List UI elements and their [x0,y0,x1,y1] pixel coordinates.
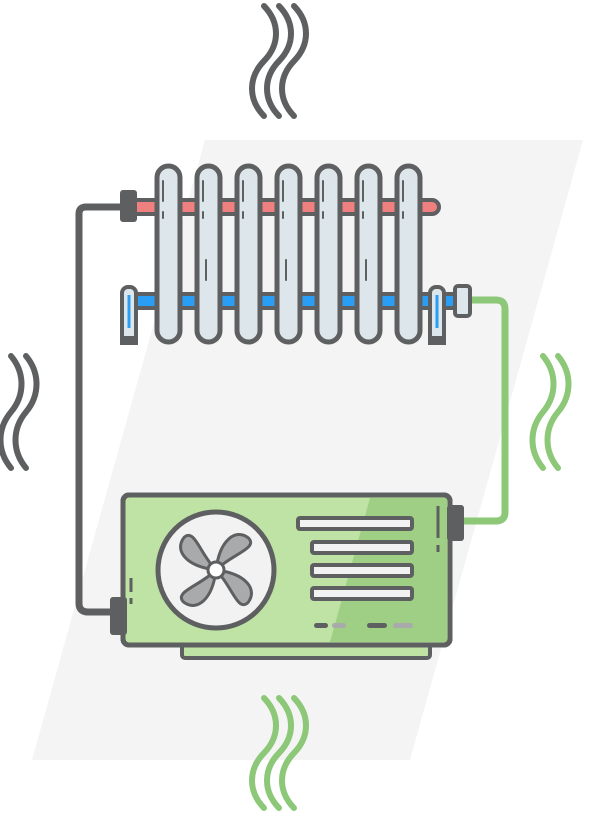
indicator-light [332,623,346,628]
indicator-lights [314,623,413,628]
radiator-icon [120,163,472,345]
right-valve-icon [428,285,446,345]
fan-icon [155,509,277,631]
supply-line [75,203,132,616]
cold-pipe-endcap [453,284,472,318]
heat-wave-line [264,3,294,119]
vent-slat [296,516,414,531]
radiator-section [194,163,223,345]
indicator-light [367,623,387,628]
fan-hub [206,560,226,580]
fan-blade [179,534,218,572]
vent-slat [310,540,414,555]
fan-blades [179,533,253,607]
heat-wave-line [544,353,572,471]
heat-wave-line [12,353,40,471]
vent-slat [310,563,414,578]
heat-wave-line [529,353,557,471]
indicator-light [393,623,413,628]
left-valve-icon [120,285,138,345]
radiator-section [354,163,383,345]
indicator-light [314,623,328,628]
radiator-sections [154,163,423,345]
fan-blade [180,568,218,607]
vent-slat [310,586,414,601]
radiator-section [154,163,183,345]
radiator-section [234,163,263,345]
heat-wave-line [279,3,309,119]
heat-wave-line [249,3,279,119]
heat-wave-line [264,695,294,811]
vent-slats [296,516,414,601]
heat-waves [0,3,572,811]
radiator-section [314,163,343,345]
heat-wave-line [249,695,279,811]
fan-blade [214,568,253,606]
right-port [447,505,464,541]
heat-wave-line [0,353,25,471]
fan-blade [214,533,252,572]
outdoor-unit-icon [110,492,464,660]
return-line [454,296,509,525]
radiator-section [394,163,423,345]
radiator-section [274,163,303,345]
background-shape [32,140,583,760]
left-port [110,597,127,635]
heat-wave-line [279,695,309,811]
hot-pipe-connector [120,190,137,222]
